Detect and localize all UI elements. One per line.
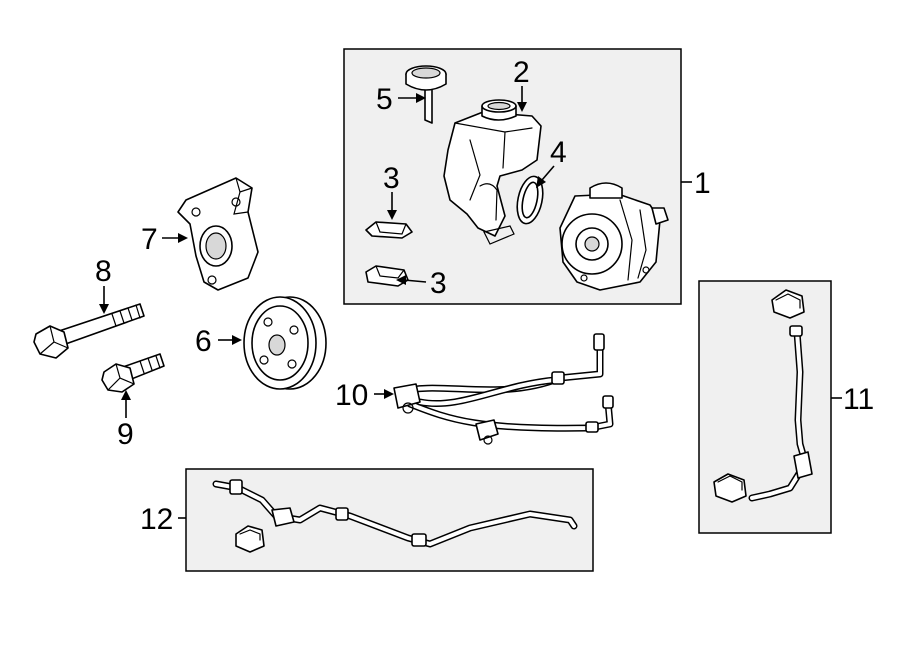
fluid-reservoir-part — [443, 99, 542, 245]
callout-8: 8 — [95, 255, 112, 288]
pulley-part — [243, 296, 327, 390]
callout-11: 11 — [843, 383, 874, 416]
return-hose-part — [713, 289, 813, 503]
callout-5: 5 — [376, 83, 393, 116]
o-ring-seal-part — [516, 175, 544, 225]
callout-12: 12 — [140, 503, 173, 536]
power-steering-pump-part — [559, 182, 669, 291]
callout-9: 9 — [117, 418, 134, 451]
retaining-clip-lower-part — [365, 265, 409, 287]
cooler-line-part — [212, 479, 578, 553]
callout-6: 6 — [195, 325, 212, 358]
callout-3-lower: 3 — [430, 267, 447, 300]
leader-lines — [99, 86, 842, 519]
mounting-bracket-part — [177, 177, 259, 291]
cooler-line-box — [185, 468, 594, 572]
long-bolt-part — [33, 303, 145, 359]
callout-2: 2 — [513, 56, 530, 89]
reservoir-cap-part — [405, 65, 447, 124]
short-bolt-part — [101, 353, 165, 393]
callout-7: 7 — [141, 223, 158, 256]
callout-4: 4 — [550, 136, 567, 169]
callout-1: 1 — [694, 167, 711, 200]
callout-10: 10 — [335, 379, 368, 412]
retaining-clip-upper-part — [365, 221, 413, 239]
callout-3-upper: 3 — [383, 162, 400, 195]
pressure-hose-part — [393, 333, 614, 445]
